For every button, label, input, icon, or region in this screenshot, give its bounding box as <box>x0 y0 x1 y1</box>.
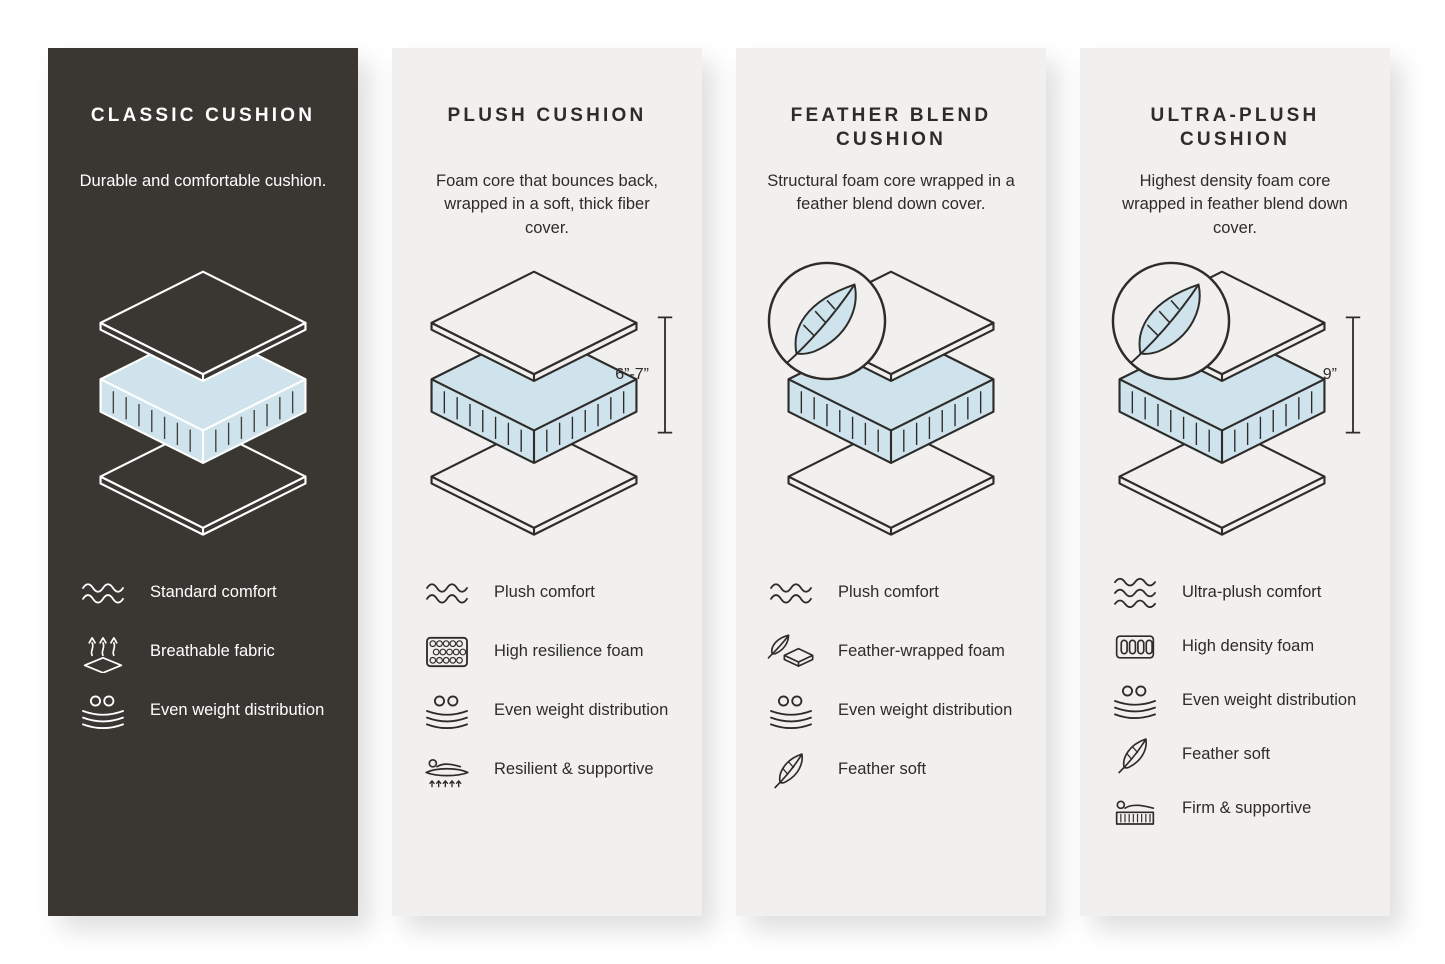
feature-item: Plush comfort <box>420 572 674 614</box>
feature-item: Even weight distribution <box>76 690 330 732</box>
panel-title: PLUSH CUSHION <box>447 105 647 126</box>
resilient-supportive-icon <box>420 749 474 791</box>
feature-item: High density foam <box>1108 626 1362 668</box>
panel-title: CLASSIC CUSHION <box>90 105 316 126</box>
height-dimension: 9” <box>1323 312 1362 438</box>
dimension-line-icon <box>657 316 673 434</box>
waves-icon <box>1108 572 1162 614</box>
feature-label: Resilient & supportive <box>494 760 654 779</box>
feature-label: Standard comfort <box>150 583 277 602</box>
feature-item: Feather-wrapped foam <box>764 631 1018 673</box>
feature-list: Plush comfort High resilience foam Even … <box>420 572 674 791</box>
cushion-layers-diagram <box>100 271 306 535</box>
feature-item: Ultra-plush comfort <box>1108 572 1362 614</box>
cushion-illustration <box>764 262 1018 568</box>
feature-label: Even weight distribution <box>150 701 325 720</box>
feature-label: Breathable fabric <box>150 642 275 661</box>
dimension-label: 6”-7” <box>615 366 649 383</box>
feature-item: Even weight distribution <box>420 690 674 732</box>
cushion-illustration <box>76 268 330 568</box>
feature-list: Ultra-plush comfort High density foam Ev… <box>1108 572 1362 830</box>
feature-item: Standard comfort <box>76 572 330 614</box>
resilience-foam-icon <box>420 631 474 673</box>
feature-item: Breathable fabric <box>76 631 330 673</box>
feature-label: Feather soft <box>1182 745 1271 764</box>
feature-label: Even weight distribution <box>494 701 669 720</box>
even-weight-icon <box>420 690 474 732</box>
feature-label: Even weight distribution <box>1182 691 1357 710</box>
height-dimension: 6”-7” <box>615 312 674 438</box>
waves-icon <box>420 572 474 614</box>
feature-label: Feather soft <box>838 760 927 779</box>
dimension-label: 9” <box>1322 366 1337 383</box>
cushion-layers-diagram <box>431 271 637 535</box>
feather-icon <box>1108 734 1162 776</box>
feature-item: Feather soft <box>1108 734 1362 776</box>
feature-label: Plush comfort <box>494 583 595 602</box>
feature-item: Firm & supportive <box>1108 788 1362 830</box>
firm-supportive-icon <box>1108 788 1162 830</box>
cushion-illustration: 6”-7” <box>420 268 674 568</box>
feather-badge-icon <box>1112 262 1230 380</box>
feature-label: Ultra-plush comfort <box>1182 583 1322 602</box>
panel-description: Foam core that bounces back, wrapped in … <box>436 172 658 237</box>
feature-list: Plush comfort Feather-wrapped foam Even … <box>764 572 1018 791</box>
panel-description: Durable and comfortable cushion. <box>79 172 327 190</box>
panel-plush-cushion: PLUSH CUSHION Foam core that bounces bac… <box>392 48 702 916</box>
feature-label: High density foam <box>1182 637 1315 656</box>
panel-title: ULTRA-PLUSH CUSHION <box>1150 105 1320 151</box>
feature-item: Even weight distribution <box>764 690 1018 732</box>
feature-item: Even weight distribution <box>1108 680 1362 722</box>
feather-badge-icon <box>768 262 886 380</box>
feature-label: Firm & supportive <box>1182 799 1312 818</box>
waves-icon <box>764 572 818 614</box>
feature-item: Plush comfort <box>764 572 1018 614</box>
feature-label: Feather-wrapped foam <box>838 642 1005 661</box>
feather-wrapped-foam-icon <box>764 631 818 673</box>
feature-item: Feather soft <box>764 749 1018 791</box>
feature-list: Standard comfort Breathable fabric Even … <box>76 572 330 732</box>
panel-ultra-plush-cushion: ULTRA-PLUSH CUSHION Highest density foam… <box>1080 48 1390 916</box>
feature-label: High resilience foam <box>494 642 644 661</box>
even-weight-icon <box>764 690 818 732</box>
feature-item: Resilient & supportive <box>420 749 674 791</box>
feature-label: Even weight distribution <box>838 701 1013 720</box>
feature-label: Plush comfort <box>838 583 939 602</box>
panel-classic-cushion: CLASSIC CUSHION Durable and comfortable … <box>48 48 358 916</box>
even-weight-icon <box>76 690 130 732</box>
cushion-illustration: 9” <box>1108 262 1362 568</box>
feature-item: High resilience foam <box>420 631 674 673</box>
high-density-foam-icon <box>1108 626 1162 668</box>
breathable-fabric-icon <box>76 631 130 673</box>
feather-icon <box>764 749 818 791</box>
comparison-infographic: CLASSIC CUSHION Durable and comfortable … <box>48 48 1390 916</box>
dimension-line-icon <box>1345 316 1361 434</box>
even-weight-icon <box>1108 680 1162 722</box>
panel-description: Highest density foam core wrapped in fea… <box>1122 172 1348 237</box>
panel-feather-blend-cushion: FEATHER BLEND CUSHION Structural foam co… <box>736 48 1046 916</box>
panel-title: FEATHER BLEND CUSHION <box>790 105 992 151</box>
panel-description: Structural foam core wrapped in a feathe… <box>767 172 1015 214</box>
waves-icon <box>76 572 130 614</box>
